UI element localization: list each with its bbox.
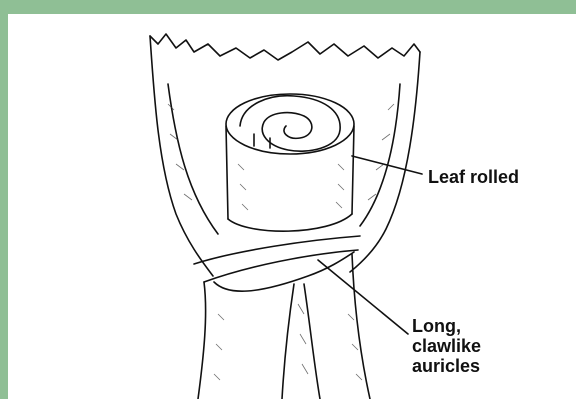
label-auricles-line-1: Long, bbox=[412, 316, 562, 336]
diagram-panel: Leaf rolled Long, clawlike auricles bbox=[8, 14, 576, 399]
label-auricles: Long, clawlike auricles bbox=[412, 316, 562, 376]
leader-line-auricles bbox=[318, 260, 408, 334]
leaf-roll-right bbox=[352, 126, 354, 214]
shading bbox=[168, 104, 394, 380]
leaf-roll-spiral bbox=[240, 96, 340, 151]
label-auricles-line-2: clawlike bbox=[412, 336, 562, 356]
stem-left bbox=[198, 282, 206, 399]
sheath-inner-right bbox=[360, 84, 400, 226]
leaf-roll-top bbox=[226, 94, 354, 154]
leaf-roll-bottom bbox=[228, 214, 352, 231]
sheath-right-side bbox=[350, 52, 420, 272]
stem-right bbox=[352, 254, 370, 399]
stem-center-right bbox=[304, 284, 320, 399]
sheath-torn-edge bbox=[150, 34, 420, 60]
leaf-roll-left bbox=[226, 126, 228, 219]
label-leaf-rolled: Leaf rolled bbox=[428, 167, 519, 187]
stem-center-left bbox=[282, 284, 294, 399]
label-auricles-line-3: auricles bbox=[412, 356, 562, 376]
leader-line-leaf bbox=[352, 156, 422, 174]
auricle-band-upper bbox=[194, 236, 360, 264]
